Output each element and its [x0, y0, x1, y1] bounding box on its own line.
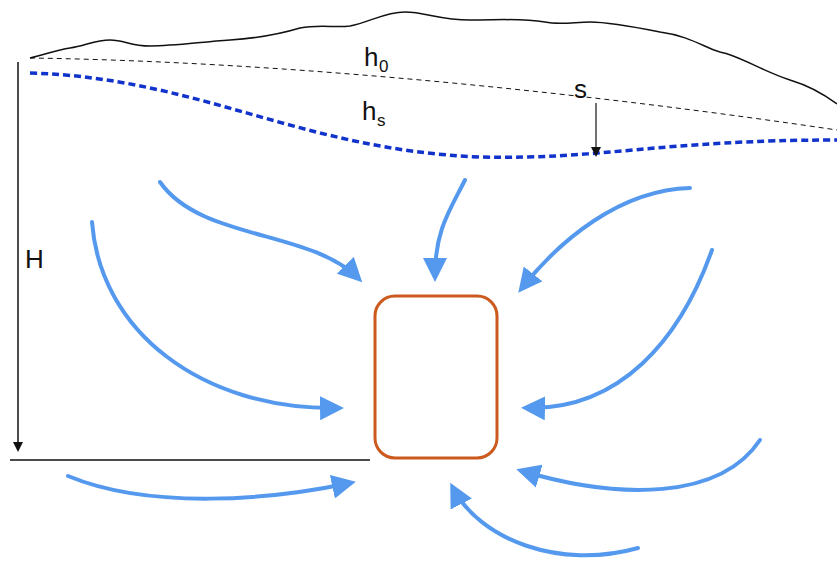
- flow-arrow: [522, 188, 690, 288]
- flow-arrow: [435, 180, 465, 276]
- head-subscript: 0: [379, 58, 388, 75]
- head-symbol: h: [364, 44, 378, 70]
- flow-arrow: [453, 488, 638, 555]
- head-symbol: h: [362, 98, 376, 124]
- drawdown-symbol: s: [574, 76, 587, 102]
- flow-arrow: [160, 182, 358, 278]
- ground-surface: [30, 12, 837, 104]
- drawdown-arrow: [595, 103, 596, 155]
- initial-head-line: [30, 58, 837, 130]
- head-subscript: s: [377, 112, 386, 129]
- flow-arrow: [527, 250, 712, 408]
- lowered-head-line: [30, 73, 837, 157]
- flow-arrow: [522, 440, 760, 490]
- excavation-box: [375, 296, 497, 458]
- flow-arrow: [92, 222, 338, 408]
- flow-arrow: [68, 476, 350, 499]
- depth-base-line: [10, 459, 370, 461]
- depth-arrow: [17, 62, 19, 450]
- depth-symbol: H: [25, 246, 44, 272]
